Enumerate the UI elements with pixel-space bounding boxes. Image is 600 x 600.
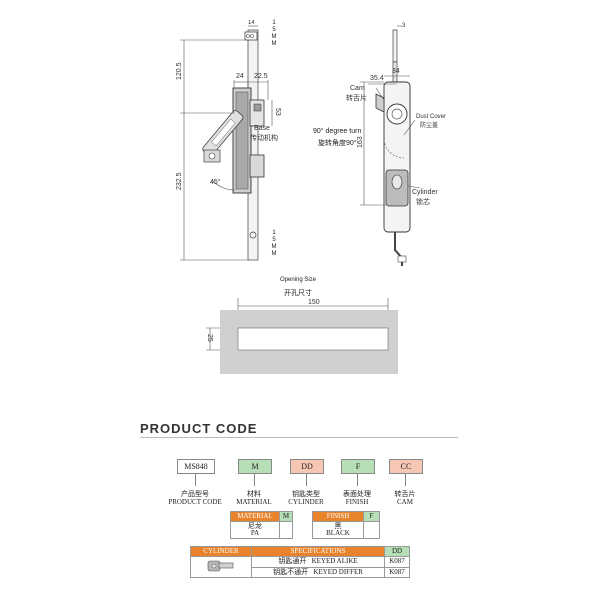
dim-163-label: 163 <box>357 136 364 148</box>
dim-53-label: 53 <box>274 108 281 116</box>
material-header: MATERIAL <box>230 511 280 522</box>
turn-label-cn: 旋转角度90° <box>318 140 357 147</box>
cylinder-key-image <box>190 556 252 578</box>
finish-header: FINISH <box>312 511 364 522</box>
dust-cover <box>386 103 408 125</box>
code-connector <box>195 474 196 486</box>
code-caption-en-product-code: PRODUCT CODE <box>168 498 222 506</box>
dim-232-5-label: 232.5 <box>176 172 183 190</box>
base-label-cn: 传动机构 <box>250 133 278 142</box>
code-caption-en-cam: CAM <box>397 498 413 506</box>
code-box-finish: F <box>341 459 375 474</box>
dd-code-keyed-alike: K087 <box>384 556 410 568</box>
code-caption-cn-product-code: 产品型号 <box>181 490 209 498</box>
rod-profile <box>392 29 398 63</box>
base-label-en: Base <box>254 125 270 132</box>
cam-plate <box>375 93 385 113</box>
dim-120-5-label: 120.5 <box>176 62 183 80</box>
dust-cover-label-cn: 防尘盖 <box>420 121 438 129</box>
rod-mark-top: 1 5 M M <box>271 20 277 47</box>
turn-label-en: 90° degree turn <box>313 128 362 135</box>
product-code-heading: PRODUCT CODE <box>140 421 258 436</box>
opening-size-title-en: Opening Size <box>280 277 317 283</box>
heading-rule <box>140 437 458 438</box>
opening-size-drawing: 150 25 <box>206 298 398 374</box>
code-box-product-code: MS848 <box>177 459 215 474</box>
dd-col-header: DD <box>384 546 410 557</box>
code-connector <box>254 474 255 486</box>
code-caption-en-cylinder: CYLINDER <box>288 498 324 506</box>
cylinder-table: CYLINDER SPECIFICATIONS DD 钥匙通开 KEYED AL… <box>190 546 410 578</box>
dust-cover-label-en: Dust Cover <box>416 114 446 120</box>
cutout-opening <box>237 327 389 351</box>
cylinder-label-en: Cylinder <box>412 189 438 196</box>
opening-size-title-cn: 开孔尺寸 <box>284 290 312 297</box>
spec-row-keyed-alike: 钥匙通开 KEYED ALIKE <box>251 556 385 568</box>
key-icon <box>207 560 234 571</box>
opening-width-label: 150 <box>308 299 320 306</box>
code-box-material: M <box>238 459 272 474</box>
dim-35-4-label: 35.4 <box>370 75 384 82</box>
angle-45-label: 45° <box>210 178 221 186</box>
dim-24-label: 24 <box>236 73 244 80</box>
cam-label-cn: 转舌片 <box>346 93 367 102</box>
finish-code-header: F <box>363 511 380 522</box>
cylinder-col-header: CYLINDER <box>190 546 252 557</box>
code-connector <box>306 474 307 486</box>
dim-14-label: 14 <box>248 20 255 26</box>
code-caption-en-material: MATERIAL <box>236 498 272 506</box>
cam-label-en: Cam <box>350 85 365 92</box>
opening-height-label: 25 <box>206 334 213 342</box>
dim-3-label: 3 <box>402 23 406 29</box>
spec-col-header: SPECIFICATIONS <box>251 546 385 557</box>
code-caption-cn-finish: 表面处理 <box>343 490 371 498</box>
code-caption-cn-cylinder: 钥匙类型 <box>292 490 320 498</box>
code-caption-cn-material: 材料 <box>247 490 261 498</box>
dim-34-label: 34 <box>392 68 400 75</box>
material-code-header: M <box>279 511 293 522</box>
dd-code-keyed-differ: K087 <box>384 566 410 578</box>
rod-top-cap <box>244 31 258 41</box>
code-box-cylinder: DD <box>290 459 324 474</box>
code-connector <box>405 474 406 486</box>
right-front-drawing: 3 34 35.4 163 Cam 转舌片 Dust Cover 防尘盖 Cyl… <box>346 23 446 266</box>
code-box-cam: CC <box>389 459 423 474</box>
code-caption-en-finish: FINISH <box>345 498 369 506</box>
left-side-drawing: 14 120.5 232.5 24 22.5 53 45° Base 传动机构 <box>176 20 281 261</box>
rod-mark-bottom: 1 5 M M <box>271 230 277 257</box>
code-caption-cn-cam: 转舌片 <box>394 490 416 498</box>
spec-row-keyed-differ: 钥匙不通开 KEYED DIFFER <box>251 566 385 578</box>
code-connector <box>357 474 358 486</box>
cylinder-label-cn: 锁芯 <box>416 197 430 206</box>
dim-22-5-label: 22.5 <box>254 73 268 80</box>
